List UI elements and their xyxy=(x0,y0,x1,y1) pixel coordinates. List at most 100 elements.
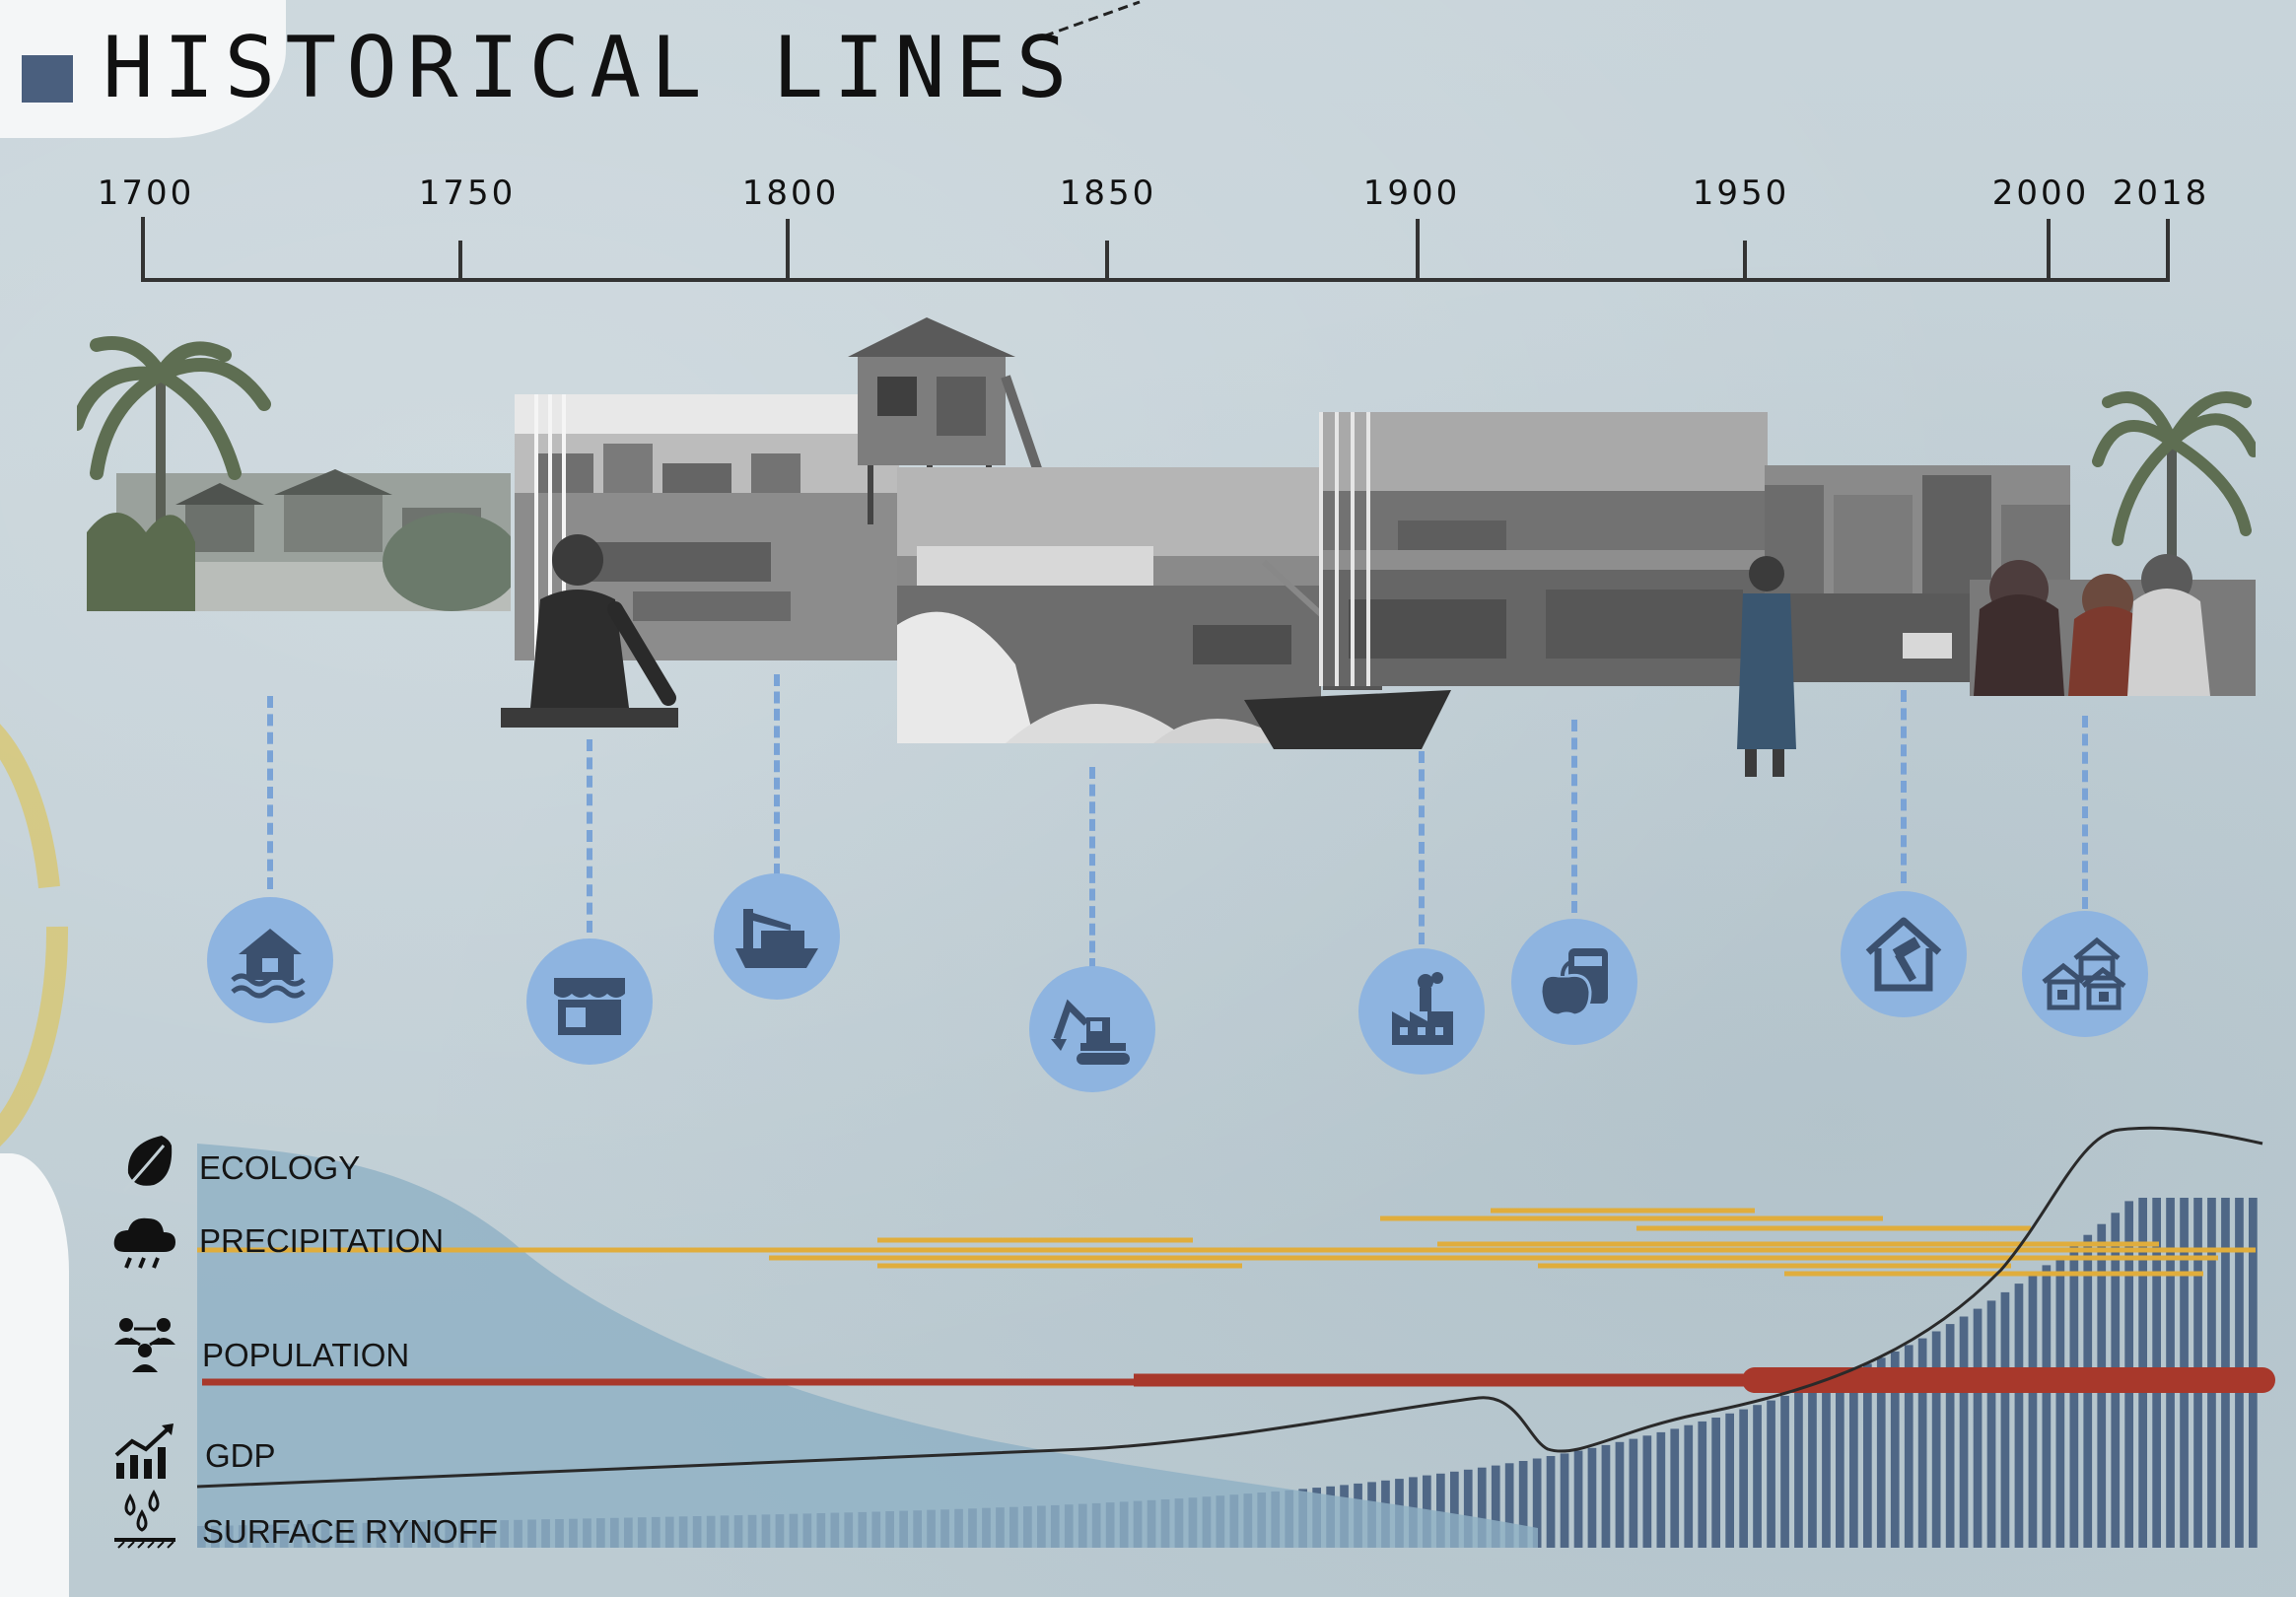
event-connector xyxy=(267,696,273,889)
runoff-bar xyxy=(1739,1409,1748,1548)
runoff-bar xyxy=(1629,1438,1638,1548)
tick-label-1950: 1950 xyxy=(1692,174,1790,213)
tick-label-2018: 2018 xyxy=(2112,174,2210,213)
event-cargo-ship[interactable] xyxy=(714,873,840,1000)
event-flooded-house[interactable] xyxy=(207,897,333,1023)
legend-label-surface-runoff: SURFACE RYNOFF xyxy=(202,1513,499,1550)
runoff-bar xyxy=(1780,1395,1789,1548)
indicators-chart xyxy=(196,1126,2275,1548)
runoff-bar xyxy=(1849,1369,1858,1548)
tick-label-1750: 1750 xyxy=(418,174,517,213)
runoff-bar xyxy=(1463,1469,1473,1548)
runoff-bar xyxy=(1794,1390,1803,1548)
market-stall-icon xyxy=(554,978,625,1035)
ecology-area xyxy=(197,1144,1538,1548)
runoff-bar xyxy=(1876,1357,1886,1548)
runoff-bar xyxy=(1836,1375,1844,1548)
cargo-ship-icon xyxy=(735,909,818,968)
water-drops-icon xyxy=(114,1489,175,1549)
runoff-bar xyxy=(2069,1245,2079,1548)
runoff-bar xyxy=(1753,1405,1762,1548)
runoff-bar xyxy=(1931,1331,1941,1548)
runoff-bar xyxy=(1615,1441,1625,1548)
runoff-bar xyxy=(1904,1345,1913,1548)
runoff-bar xyxy=(1973,1308,1983,1548)
decorative-yellow-arc xyxy=(0,724,69,1146)
house-repair-icon xyxy=(1865,917,1942,992)
runoff-bar xyxy=(1767,1400,1775,1548)
photo-flooded-slum xyxy=(1319,412,1768,686)
tick-label-2000: 2000 xyxy=(1991,174,2090,213)
event-connector xyxy=(1901,690,1907,883)
photo-child-standing xyxy=(1737,556,1796,777)
runoff-bar xyxy=(1477,1467,1487,1548)
event-housing-cluster[interactable] xyxy=(2022,911,2148,1037)
legend-label-population: POPULATION xyxy=(202,1337,410,1373)
precipitation-lines xyxy=(197,1208,2256,1277)
tick-label-1700: 1700 xyxy=(97,174,195,213)
runoff-bar xyxy=(1959,1316,1969,1548)
runoff-bar xyxy=(1642,1435,1652,1548)
decorative-dashed-line xyxy=(1028,0,1141,43)
runoff-bar xyxy=(1491,1465,1500,1548)
timeline-axis xyxy=(141,217,2170,282)
runoff-bar xyxy=(1587,1447,1597,1548)
runoff-bar xyxy=(1546,1456,1556,1548)
event-connector xyxy=(587,739,592,933)
runoff-bar xyxy=(1436,1473,1445,1548)
event-food-supply[interactable] xyxy=(1511,919,1637,1045)
photo-village-palms xyxy=(77,336,511,611)
tick-label-1800: 1800 xyxy=(741,174,840,213)
page-title: HISTORICAL LINES xyxy=(103,19,1078,117)
runoff-bar xyxy=(1986,1300,1996,1548)
runoff-bar xyxy=(1573,1450,1583,1548)
photo-children-palm xyxy=(1970,391,2256,696)
runoff-bar xyxy=(2000,1291,2010,1548)
runoff-bar xyxy=(1670,1428,1680,1548)
runoff-bar xyxy=(1450,1471,1459,1548)
torn-paper-edge xyxy=(0,1153,69,1597)
tick-label-1850: 1850 xyxy=(1059,174,1157,213)
legend-label-ecology: ECOLOGY xyxy=(199,1149,361,1186)
runoff-bar xyxy=(1698,1421,1707,1548)
factory-icon xyxy=(1392,972,1453,1045)
runoff-bar xyxy=(1890,1352,1900,1548)
title-marker xyxy=(22,55,73,103)
runoff-bar xyxy=(1863,1363,1872,1548)
event-house-repair[interactable] xyxy=(1841,891,1967,1017)
runoff-bar xyxy=(1504,1463,1514,1548)
photo-boy-bicycle xyxy=(501,534,678,728)
runoff-bar xyxy=(1711,1418,1720,1548)
runoff-bar xyxy=(1822,1380,1831,1548)
runoff-bar xyxy=(2055,1255,2065,1548)
flooded-house-icon xyxy=(231,929,306,999)
runoff-bar xyxy=(1725,1413,1734,1548)
runoff-bar xyxy=(2042,1265,2052,1548)
runoff-bar xyxy=(1945,1324,1955,1548)
photo-shanty-stilts xyxy=(848,317,1055,524)
legend-label-gdp: GDP xyxy=(205,1437,276,1474)
runoff-bar xyxy=(1656,1431,1666,1548)
event-connector xyxy=(1089,767,1095,970)
housing-cluster-icon xyxy=(2042,937,2126,1010)
runoff-bar xyxy=(1601,1444,1611,1548)
rain-cloud-icon xyxy=(113,1217,175,1269)
legend-label-precipitation: PRECIPITATION xyxy=(199,1222,445,1259)
event-connector xyxy=(774,674,780,875)
event-factory[interactable] xyxy=(1358,948,1485,1075)
event-market-stall[interactable] xyxy=(526,938,653,1065)
runoff-bar xyxy=(2028,1274,2038,1548)
event-connector xyxy=(1571,720,1577,913)
runoff-bar xyxy=(1532,1458,1542,1548)
event-connector xyxy=(2082,716,2088,909)
growth-chart-icon xyxy=(114,1423,174,1479)
runoff-bar xyxy=(1518,1461,1528,1548)
runoff-bar xyxy=(2014,1284,2024,1548)
event-connector xyxy=(1419,751,1425,944)
runoff-bar xyxy=(1684,1424,1694,1548)
food-supply-icon xyxy=(1539,948,1608,1017)
runoff-bar xyxy=(1560,1453,1569,1548)
runoff-bar xyxy=(1808,1385,1817,1548)
gdp-line xyxy=(196,1126,2263,1489)
event-excavator[interactable] xyxy=(1029,966,1155,1092)
